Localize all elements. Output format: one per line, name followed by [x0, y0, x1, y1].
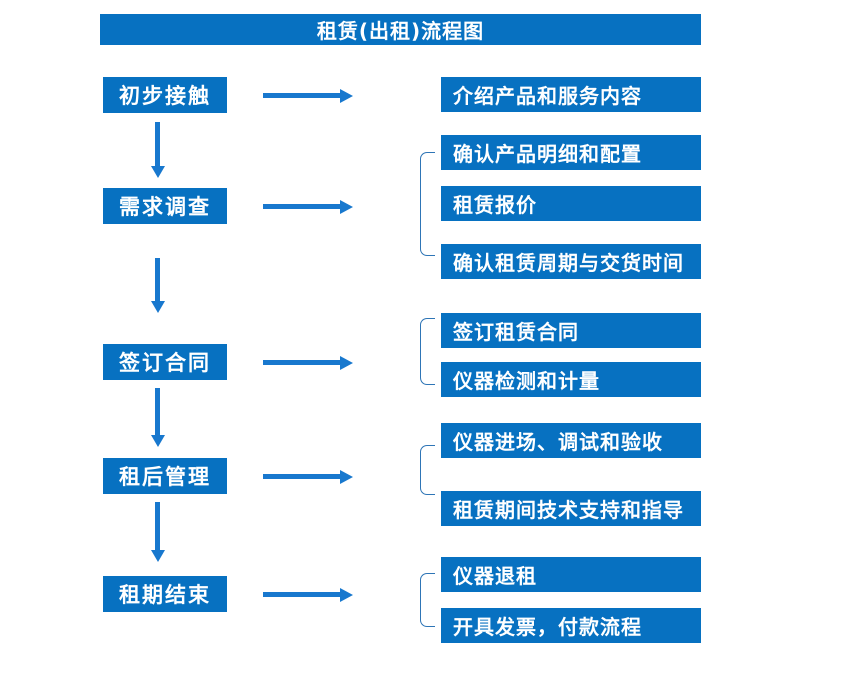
right-arrow-4-icon [263, 474, 340, 479]
detail-box-instrument-testing: 仪器检测和计量 [441, 362, 701, 397]
bracket-group-3-icon [420, 318, 435, 385]
down-arrow-1-icon [155, 122, 160, 166]
step-box-post-rental-mgmt: 租后管理 [103, 458, 227, 494]
detail-box-confirm-config: 确认产品明细和配置 [441, 135, 701, 170]
step-box-rental-end: 租期结束 [103, 576, 227, 612]
detail-box-confirm-period: 确认租赁周期与交货时间 [441, 244, 701, 279]
flowchart-title: 租赁(出租)流程图 [100, 14, 701, 45]
bracket-group-4-icon [420, 445, 435, 495]
down-arrow-3-icon [155, 388, 160, 435]
step-box-demand-survey: 需求调查 [103, 188, 227, 224]
bracket-group-5-icon [420, 573, 435, 627]
down-arrow-4-icon [155, 502, 160, 550]
detail-box-invoice-payment: 开具发票，付款流程 [441, 608, 701, 643]
step-box-initial-contact: 初步接触 [103, 77, 227, 113]
detail-box-instrument-setup: 仪器进场、调试和验收 [441, 423, 701, 458]
right-arrow-1-icon [263, 93, 340, 98]
right-arrow-3-icon [263, 360, 340, 365]
detail-box-instrument-return: 仪器退租 [441, 557, 701, 592]
detail-box-intro-products: 介绍产品和服务内容 [441, 77, 701, 112]
right-arrow-2-icon [263, 204, 340, 209]
down-arrow-2-icon [155, 258, 160, 301]
detail-box-sign-rental-contract: 签订租赁合同 [441, 313, 701, 348]
bracket-group-2-icon [420, 152, 435, 256]
right-arrow-5-icon [263, 592, 340, 597]
detail-box-rental-quote: 租赁报价 [441, 186, 701, 221]
step-box-sign-contract: 签订合同 [103, 344, 227, 380]
detail-box-tech-support: 租赁期间技术支持和指导 [441, 491, 701, 526]
